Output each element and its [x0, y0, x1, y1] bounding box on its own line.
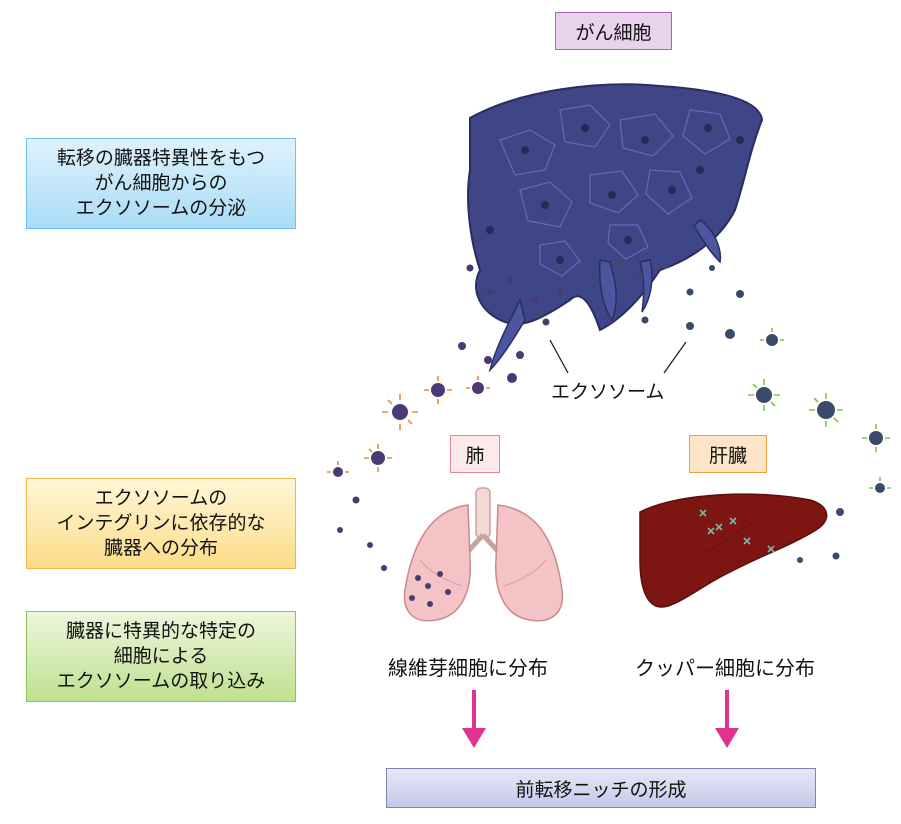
- cancer-cell-label: がん細胞: [575, 21, 652, 44]
- liver-illustration: [639, 493, 828, 608]
- step-uptake-box: 臓器に特異的な特定の 細胞による エクソソームの取り込み: [26, 611, 296, 702]
- exosome-pointer-lines: [549, 339, 687, 374]
- premetastatic-niche-box: 前転移ニッチの形成: [386, 768, 816, 808]
- arrow-liver-to-niche: [715, 690, 739, 748]
- premetastatic-niche-label: 前転移ニッチの形成: [515, 778, 687, 801]
- step-secretion-box: 転移の臓器特異性をもつ がん細胞からの エクソソームの分泌: [26, 138, 296, 229]
- lung-caption: 線維芽細胞に分布: [388, 656, 548, 680]
- liver-tag-label: 肝臓: [708, 444, 747, 467]
- liver-tag: 肝臓: [689, 435, 767, 473]
- step-uptake-line-3: エクソソームの取り込み: [56, 670, 266, 692]
- step-uptake-line-2: 細胞による: [113, 645, 209, 667]
- lung-illustration: [403, 487, 564, 622]
- lung-exosome-stream: [327, 264, 563, 571]
- step-secretion-line-1: 転移の臓器特異性をもつ: [56, 147, 266, 169]
- lung-tag: 肺: [450, 435, 500, 473]
- liver-exosome-stream: [617, 259, 891, 563]
- step-secretion-line-3: エクソソームの分泌: [75, 197, 247, 219]
- step-distribution-line-1: エクソソームの: [94, 487, 228, 509]
- step-distribution-line-2: インテグリンに依存的な: [56, 512, 266, 534]
- exosome-label: エクソソーム: [551, 381, 665, 403]
- lung-tag-label: 肺: [465, 444, 485, 467]
- step-distribution-line-3: 臓器への分布: [103, 537, 218, 559]
- arrow-lung-to-niche: [462, 690, 486, 748]
- step-distribution-box: エクソソームの インテグリンに依存的な 臓器への分布: [26, 478, 296, 569]
- cancer-cell-tag: がん細胞: [555, 12, 672, 50]
- step-secretion-line-2: がん細胞からの: [94, 172, 228, 194]
- cancer-cell-cluster: [467, 83, 764, 373]
- step-uptake-line-1: 臓器に特異的な特定の: [65, 620, 256, 642]
- liver-caption: クッパー細胞に分布: [635, 656, 815, 680]
